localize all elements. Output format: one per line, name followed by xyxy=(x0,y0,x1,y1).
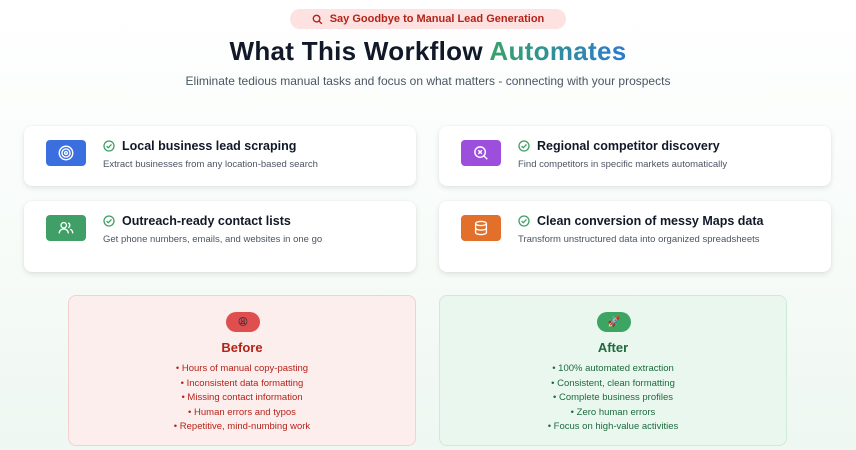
feature-icon-tile xyxy=(46,140,86,166)
list-item: Human errors and typos xyxy=(69,406,415,421)
feature-title: Local business lead scraping xyxy=(122,139,297,153)
search-icon xyxy=(312,14,323,24)
users-icon xyxy=(58,221,74,234)
feature-title: Regional competitor discovery xyxy=(537,139,720,153)
feature-title: Outreach-ready contact lists xyxy=(122,214,291,228)
search-x-icon xyxy=(474,146,488,160)
feature-card: Clean conversion of messy Maps data Tran… xyxy=(439,201,831,272)
before-title: Before xyxy=(221,340,263,355)
feature-description: Transform unstructured data into organiz… xyxy=(518,234,760,245)
list-item: Complete business profiles xyxy=(440,391,786,406)
feature-icon-tile xyxy=(461,140,501,166)
after-list: 100% automated extraction Consistent, cl… xyxy=(440,362,786,435)
rocket-icon: 🚀 xyxy=(597,312,631,332)
header-badge: Say Goodbye to Manual Lead Generation xyxy=(290,9,566,29)
feature-card: Regional competitor discovery Find compe… xyxy=(439,126,831,186)
list-item: Focus on high-value activities xyxy=(440,420,786,435)
before-list: Hours of manual copy-pasting Inconsisten… xyxy=(69,362,415,435)
before-panel: 😩 Before Hours of manual copy-pasting In… xyxy=(68,295,416,446)
feature-icon-tile xyxy=(46,215,86,241)
target-icon xyxy=(58,145,74,161)
list-item: Hours of manual copy-pasting xyxy=(69,362,415,377)
list-item: Missing contact information xyxy=(69,391,415,406)
check-circle-icon xyxy=(103,215,115,227)
feature-card: Local business lead scraping Extract bus… xyxy=(24,126,416,186)
weary-face-icon: 😩 xyxy=(226,312,260,332)
feature-card: Outreach-ready contact lists Get phone n… xyxy=(24,201,416,272)
feature-description: Get phone numbers, emails, and websites … xyxy=(103,234,323,245)
title-main: What This Workflow xyxy=(229,36,490,66)
database-icon xyxy=(474,220,488,236)
feature-description: Extract businesses from any location-bas… xyxy=(103,159,318,170)
feature-title: Clean conversion of messy Maps data xyxy=(537,214,764,228)
list-item: Zero human errors xyxy=(440,406,786,421)
feature-icon-tile xyxy=(461,215,501,241)
list-item: 100% automated extraction xyxy=(440,362,786,377)
check-circle-icon xyxy=(518,140,530,152)
feature-description: Find competitors in specific markets aut… xyxy=(518,159,728,170)
check-circle-icon xyxy=(518,215,530,227)
check-circle-icon xyxy=(103,140,115,152)
list-item: Inconsistent data formatting xyxy=(69,377,415,392)
page-subtitle: Eliminate tedious manual tasks and focus… xyxy=(185,74,671,88)
page-title: What This Workflow Automates xyxy=(0,36,856,67)
list-item: Consistent, clean formatting xyxy=(440,377,786,392)
title-accent: Automates xyxy=(489,36,627,66)
list-item: Repetitive, mind-numbing work xyxy=(69,420,415,435)
badge-text: Say Goodbye to Manual Lead Generation xyxy=(329,13,545,25)
after-panel: 🚀 After 100% automated extraction Consis… xyxy=(439,295,787,446)
after-title: After xyxy=(597,340,629,355)
